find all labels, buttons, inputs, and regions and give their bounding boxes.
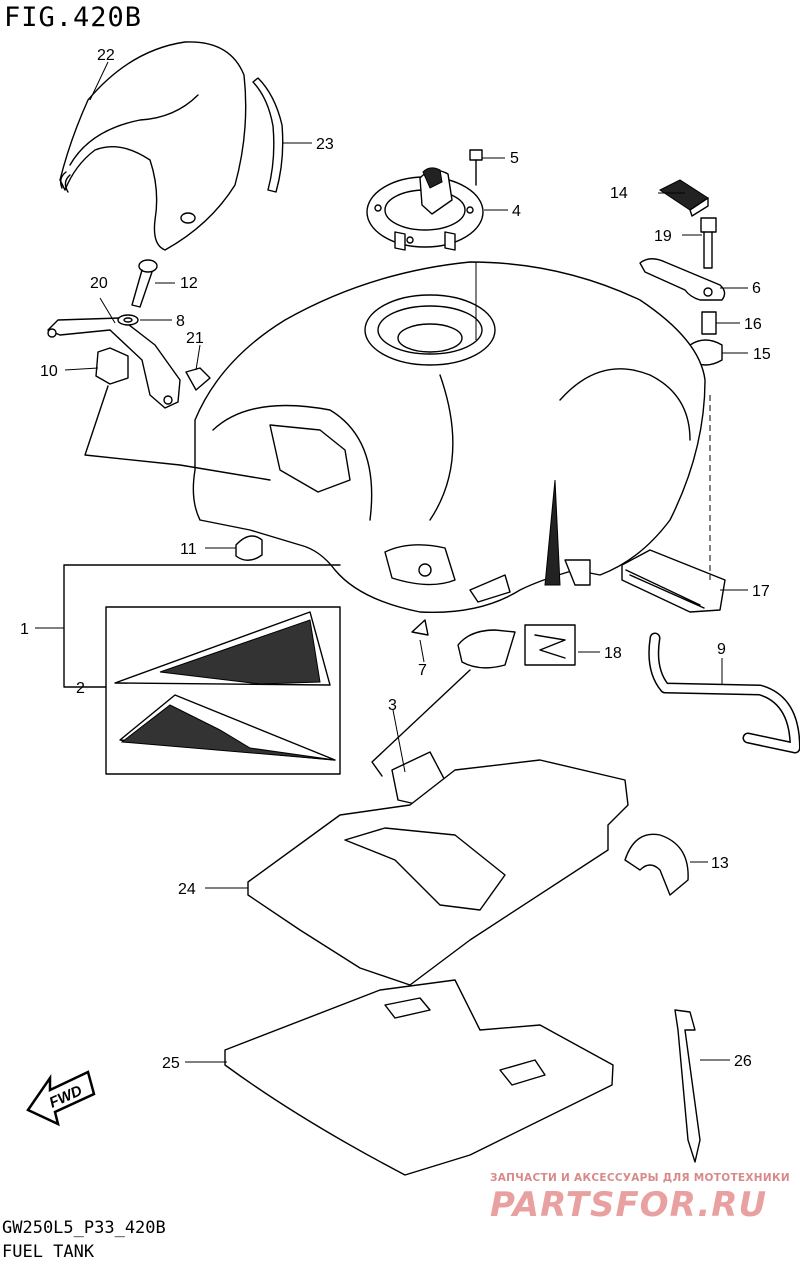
part-13-clamp (624, 833, 689, 896)
part-10-damper (95, 347, 129, 385)
part-7-clip (411, 619, 429, 636)
part-8-washer (117, 314, 139, 326)
part-5-screw (469, 149, 483, 186)
callout-17: 17 (752, 583, 770, 600)
part-25-protector-plate (224, 979, 614, 1176)
callout-5: 5 (510, 150, 519, 167)
part-1-fuel-tank (192, 261, 706, 614)
part-12-bolt (131, 259, 158, 308)
callout-24: 24 (178, 881, 196, 898)
figure-title: FIG.420B (4, 2, 143, 33)
callout-15: 15 (753, 346, 771, 363)
callout-12: 12 (180, 275, 198, 292)
callout-4: 4 (512, 203, 521, 220)
part-19-bolt (700, 217, 717, 269)
part-20-bracket (47, 317, 181, 409)
part-9-drain-hose (648, 632, 800, 754)
watermark-brand: PARTSFOR.RU (490, 1185, 767, 1225)
callout-23: 23 (316, 136, 334, 153)
callout-3: 3 (388, 697, 397, 714)
part-2-decal-set (105, 606, 341, 775)
callout-18: 18 (604, 645, 622, 662)
callout-8: 8 (176, 313, 185, 330)
watermark-subtitle: ЗАПЧАСТИ И АКСЕССУАРЫ ДЛЯ МОТОТЕХНИКИ (490, 1172, 790, 1184)
callout-9: 9 (717, 641, 726, 658)
part-4-fuel-cap (366, 167, 484, 251)
part-18-emblem (524, 624, 576, 666)
fwd-arrow-icon: FWD (26, 1070, 96, 1127)
callout-1: 1 (20, 621, 29, 638)
callout-26: 26 (734, 1053, 752, 1070)
callout-2: 2 (76, 680, 85, 697)
part-24-heat-shield (247, 759, 629, 986)
callout-16: 16 (744, 316, 762, 333)
callout-20: 20 (90, 275, 108, 292)
part-23-trim-strip (252, 77, 284, 193)
part-6-bracket (639, 258, 726, 301)
part-21-clip (185, 367, 211, 391)
callout-11: 11 (180, 541, 197, 558)
part-22-tank-cover (59, 41, 247, 251)
callout-14: 14 (610, 185, 628, 202)
callout-numbers: 1 2 3 4 5 6 7 8 9 10 11 12 13 14 15 16 1… (20, 47, 771, 1072)
callout-13: 13 (711, 855, 729, 872)
callout-25: 25 (162, 1055, 180, 1072)
callout-21: 21 (186, 330, 204, 347)
callout-leaders (35, 61, 748, 1063)
part-14-cushion (659, 179, 709, 217)
model-code: GW250L5_P33_420B (2, 1218, 166, 1238)
part-11-cushion (235, 535, 263, 561)
part-26-cable-tie (674, 1009, 701, 1163)
callout-22: 22 (97, 47, 115, 64)
callout-19: 19 (654, 228, 672, 245)
part-17-rubber-cushion (621, 549, 726, 613)
callout-7: 7 (418, 662, 427, 679)
section-name: FUEL TANK (2, 1242, 95, 1262)
part-16-collar (701, 311, 717, 335)
callout-10: 10 (40, 363, 58, 380)
callout-6: 6 (752, 280, 761, 297)
